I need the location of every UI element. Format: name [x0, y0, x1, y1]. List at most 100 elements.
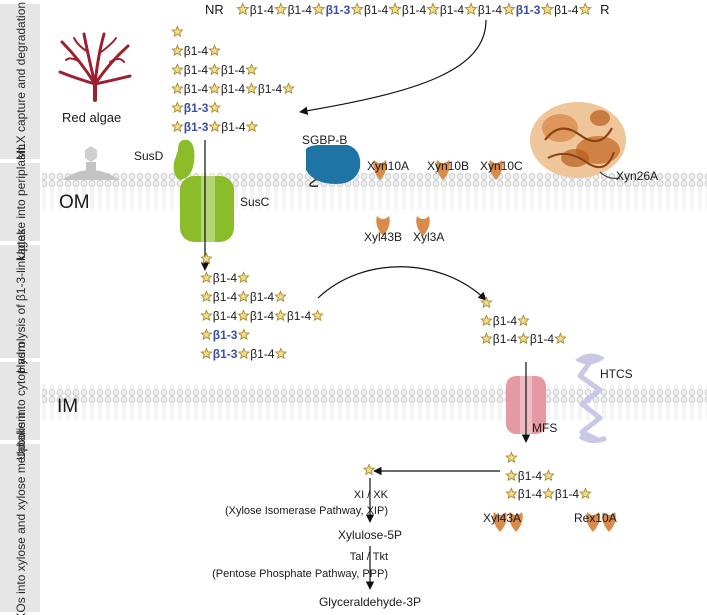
mfs-label: MFS [532, 421, 557, 435]
band-metabolism [0, 444, 40, 612]
xylose-star-icon [208, 82, 221, 95]
beta14-linkage-label: β1-4 [493, 332, 518, 346]
xylose-star-icon [208, 44, 221, 57]
beta14-linkage-label: β1-4 [555, 487, 580, 501]
beta14-linkage-label: β1-4 [221, 82, 246, 96]
xylose-star-icon [274, 290, 287, 303]
beta13-linkage-label: β1-3 [184, 120, 209, 134]
xylose-star-icon [200, 252, 213, 265]
xylose-star-icon [505, 487, 518, 500]
xylose-star-icon [245, 63, 258, 76]
beta13-linkage-label: β1-3 [516, 3, 541, 17]
htcs-label: HTCS [600, 367, 633, 381]
xylose-star-icon [171, 63, 184, 76]
pathway-step2-enzymes: Tal / Tkt [350, 551, 388, 563]
xylose-star-icon [208, 63, 221, 76]
beta14-linkage-label: β1-4 [213, 290, 238, 304]
xylose-star-icon [480, 332, 493, 345]
outer-membrane [42, 173, 707, 209]
sgbp-b-label: SGBP-B [302, 133, 347, 147]
sgbp-b-protein [305, 145, 361, 187]
xylose-star-icon [200, 271, 213, 284]
pathway-step1-desc: (Xylose Isomerase Pathway, XIP) [225, 505, 388, 517]
xylose-star-icon [350, 2, 364, 16]
xylose-star-icon [237, 309, 250, 322]
xylose-star-icon [579, 487, 592, 500]
xylose-star-icon [464, 2, 478, 16]
xyn10a-label: Xyn10A [367, 159, 409, 173]
xyl3a-enzyme [416, 216, 430, 236]
xylose-star-icon [578, 2, 592, 16]
xyl43a-label: Xyl43A [483, 511, 521, 525]
xylose-star-icon [245, 82, 258, 95]
beta14-linkage-label: β1-4 [250, 3, 275, 17]
arrow-polymer-to-oligos [299, 19, 487, 115]
beta14-linkage-label: β1-4 [364, 3, 389, 17]
susc-transporter [180, 170, 234, 246]
pathway-step2-desc: (Pentose Phosphate Pathway, PPP) [212, 568, 388, 580]
red-algae-image [58, 32, 132, 102]
im-label: IM [57, 396, 78, 417]
beta13-linkage-label: β1-3 [184, 101, 209, 115]
xylose-monomer [362, 463, 376, 476]
side-label-hydrolysis: Hydrolysis of β1-3-linkages [14, 229, 28, 373]
beta13-linkage-label: β1-3 [213, 347, 238, 361]
beta13-linkage-label: β1-3 [213, 328, 238, 342]
xylose-star-icon [311, 309, 324, 322]
susc-label: SusC [240, 195, 270, 209]
xylose-star-icon [480, 296, 493, 309]
xylose-star-icon [200, 290, 213, 303]
non-reducing-end-label: NR [205, 2, 224, 17]
xylose-star-icon [554, 332, 567, 345]
xyl3a-label: Xyl3A [413, 230, 444, 244]
xylose-star-icon [171, 25, 184, 38]
xyl43b-label: Xyl43B [364, 230, 402, 244]
xylose-star-icon [282, 82, 295, 95]
beta13-linkage-label: β1-3 [326, 3, 351, 17]
band-cytoplasm [0, 362, 40, 440]
xylose-star-icon [237, 328, 251, 341]
reducing-end-label: R [600, 2, 609, 17]
xylose-star-icon [542, 487, 555, 500]
xylose-star-icon [237, 271, 250, 284]
xyn10b-label: Xyn10B [427, 159, 469, 173]
xylose-star-icon [236, 2, 250, 16]
pathway-step1-enzymes: XI / XK [354, 489, 389, 501]
xylose-star-icon [237, 290, 250, 303]
band-capture [0, 4, 40, 159]
xylose-star-icon [171, 82, 184, 95]
beta14-linkage-label: β1-4 [213, 271, 238, 285]
xyn10c-label: Xyn10C [480, 159, 523, 173]
susd-label: SusD [134, 149, 164, 163]
arrow-hydrolysis [317, 266, 487, 301]
xylose-star-icon [388, 2, 402, 16]
xylose-star-icon [274, 2, 288, 16]
susd-protein [173, 139, 195, 180]
xyn26a-structure-image [530, 102, 626, 179]
beta14-linkage-label: β1-4 [213, 309, 238, 323]
xylose-star-icon [517, 314, 530, 327]
xylose-star-icon [200, 309, 213, 322]
xylose-star-icon [274, 347, 288, 360]
xyl43b-enzyme [376, 216, 390, 236]
pathway-product2: Glyceraldehyde-3P [319, 595, 421, 609]
xylose-star-icon [505, 469, 518, 482]
beta14-linkage-label: β1-4 [221, 120, 246, 134]
xylose-star-icon [426, 2, 440, 16]
xylose-star-icon [171, 120, 184, 133]
side-label-metabolism: β1,4XOs into xylose and xylose metabolis… [14, 412, 28, 615]
beta14-linkage-label: β1-4 [493, 314, 518, 328]
inner-membrane [42, 384, 707, 420]
beta14-linkage-label: β1-4 [250, 347, 275, 361]
beta14-linkage-label: β1-4 [250, 309, 275, 323]
xylose-star-icon [502, 2, 516, 16]
red-algae-label: Red algae [62, 110, 121, 125]
side-label-cytoplasm: Uptake into cytoplasm [14, 342, 28, 460]
xylose-star-icon [505, 451, 518, 464]
beta14-linkage-label: β1-4 [184, 44, 209, 58]
